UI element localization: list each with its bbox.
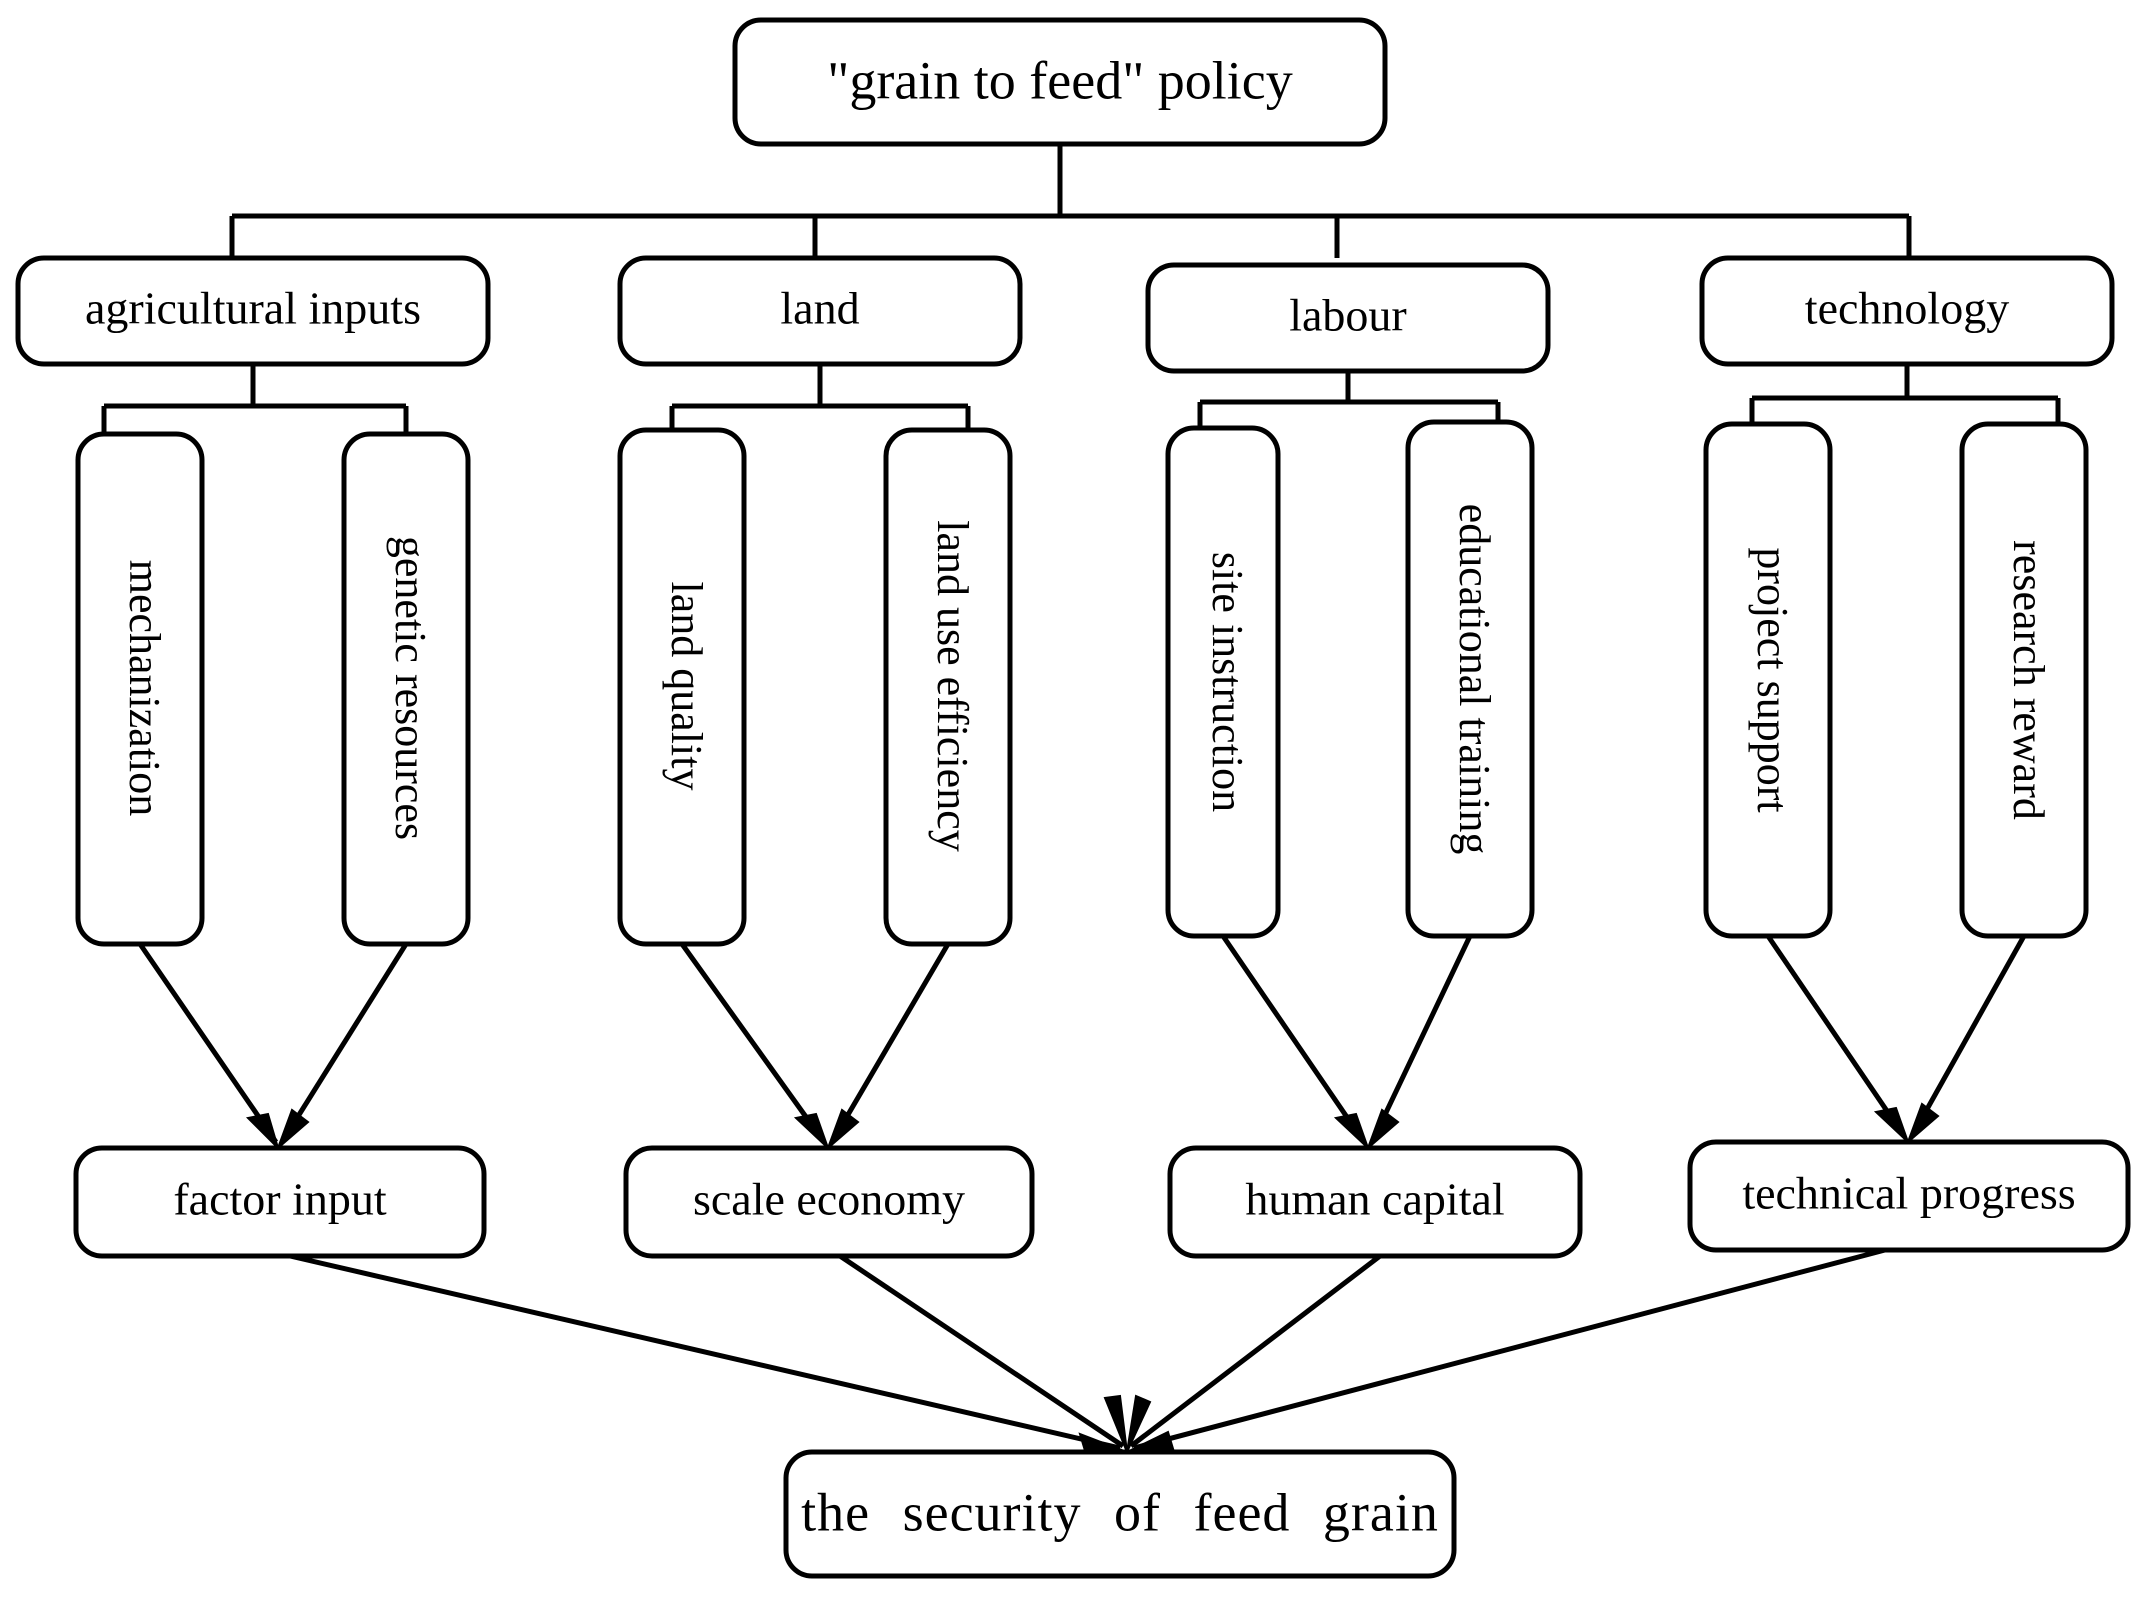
node-security-of-feed-grain-label: the security of feed grain <box>801 1482 1439 1542</box>
node-site-instruction-label: site instruction <box>1203 552 1252 812</box>
node-human-capital-box <box>1167 1145 1583 1259</box>
node-technical-progress-box <box>1687 1139 2131 1253</box>
node-human-capital[interactable]: human capital <box>1167 1145 1583 1259</box>
arrow-research-reward-to-technical-progress <box>1907 934 2027 1143</box>
node-technical-progress[interactable]: technical progress <box>1687 1139 2131 1253</box>
arrow-project-support-to-technical-progress <box>1765 934 1909 1143</box>
node-land-use-efficiency-label: land use efficiency <box>928 520 977 851</box>
arrow-site-instruction-to-human-capital <box>1220 934 1369 1149</box>
node-project-support[interactable]: project support <box>1703 421 1833 939</box>
node-land-quality[interactable]: land quality <box>617 427 747 947</box>
connector-root-to-pillars <box>229 144 1912 258</box>
node-labour[interactable]: labour <box>1145 262 1551 374</box>
node-technology-label: technology <box>1805 283 2009 334</box>
node-educational-training-label: educational training <box>1450 504 1499 855</box>
node-scale-economy-label: scale economy <box>693 1174 965 1225</box>
node-research-reward[interactable]: research reward <box>1959 421 2089 939</box>
arrow-land-use-efficiency-to-scale-economy <box>827 942 951 1149</box>
node-genetic-resources[interactable]: genetic resources <box>341 431 471 947</box>
node-human-capital-label: human capital <box>1245 1174 1504 1225</box>
arrow-factor-input-to-goal <box>289 1253 1128 1456</box>
node-land-use-efficiency[interactable]: land use efficiency <box>883 427 1013 947</box>
arrow-scale-economy-to-goal <box>838 1253 1128 1453</box>
node-factor-input[interactable]: factor input <box>73 1145 487 1259</box>
node-land-label: land <box>780 283 859 334</box>
arrow-genetic-resources-to-factor-input <box>277 942 409 1149</box>
arrow-land-quality-to-scale-economy <box>679 942 829 1149</box>
node-technology[interactable]: technology <box>1699 255 2115 367</box>
node-scale-economy[interactable]: scale economy <box>623 1145 1035 1259</box>
node-scale-economy-box <box>623 1145 1035 1259</box>
arrow-technical-progress-to-goal <box>1126 1247 1886 1453</box>
node-research-reward-label: research reward <box>2004 540 2053 820</box>
node-agricultural-inputs-label: agricultural inputs <box>85 283 421 334</box>
node-land-quality-label: land quality <box>662 582 711 791</box>
node-land[interactable]: land <box>617 255 1023 367</box>
node-agricultural-inputs[interactable]: agricultural inputs <box>15 255 491 367</box>
node-technical-progress-label: technical progress <box>1742 1168 2075 1219</box>
arrow-mechanization-to-factor-input <box>137 942 279 1149</box>
node-site-instruction[interactable]: site instruction <box>1165 425 1281 939</box>
node-labour-label: labour <box>1289 290 1407 341</box>
node-genetic-resources-label: genetic resources <box>386 536 435 840</box>
node-factor-input-label: factor input <box>173 1174 387 1225</box>
node-security-of-feed-grain-box <box>783 1449 1457 1579</box>
node-project-support-label: project support <box>1748 547 1797 812</box>
node-educational-training[interactable]: educational training <box>1405 419 1535 939</box>
node-mechanization-label: mechanization <box>120 560 169 817</box>
connector-land-to-children <box>669 364 971 436</box>
node-factor-input-box <box>73 1145 487 1259</box>
node-mechanization[interactable]: mechanization <box>75 431 205 947</box>
node-security-of-feed-grain[interactable]: the security of feed grain <box>783 1449 1457 1579</box>
arrow-educational-training-to-human-capital <box>1367 934 1473 1149</box>
connector-agricultural-inputs-to-children <box>101 364 409 436</box>
arrow-human-capital-to-goal <box>1126 1254 1382 1453</box>
node-policy-label: "grain to feed" policy <box>827 50 1292 110</box>
connector-technology-to-children <box>1749 364 2061 428</box>
node-policy[interactable]: "grain to feed" policy <box>732 17 1388 147</box>
